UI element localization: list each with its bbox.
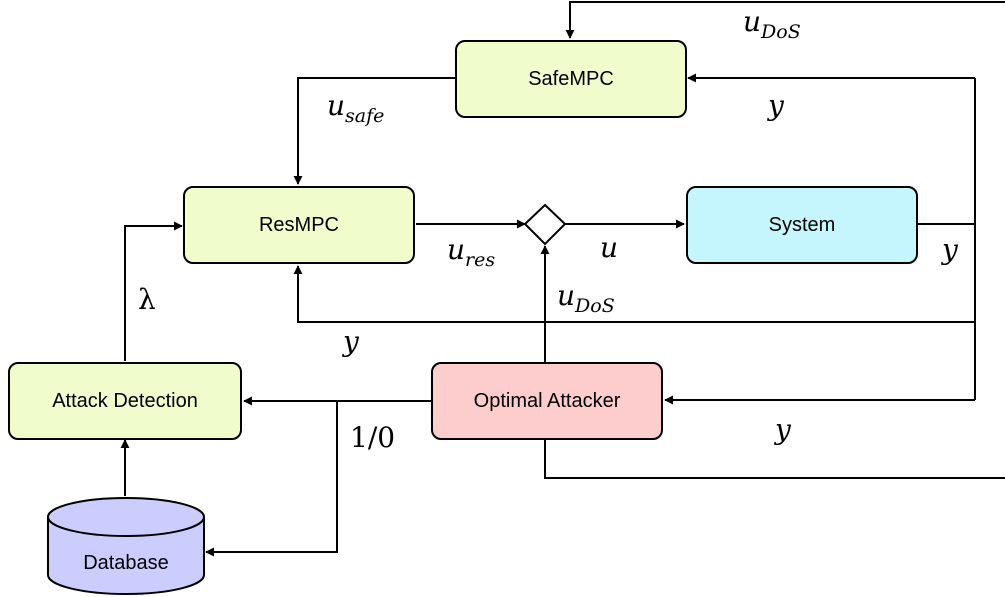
label-y-system: y — [942, 233, 958, 266]
wire-lambda — [124, 221, 183, 361]
wire-attacker-udos-out — [544, 438, 1005, 479]
wire-flag-to-database — [205, 401, 338, 557]
optimal-attacker-label: Optimal Attacker — [473, 389, 621, 412]
attack-detection-block[interactable]: Attack Detection — [8, 362, 242, 440]
label-y-attacker: y — [775, 413, 791, 446]
label-udos-mid: uDoS — [557, 279, 615, 317]
label-ures: ures — [447, 233, 496, 271]
junction-diamond — [523, 203, 567, 246]
safempc-label: SafeMPC — [528, 67, 614, 90]
label-usafe: usafe — [327, 89, 385, 127]
label-udos-top: uDoS — [743, 5, 801, 43]
resmpc-label: ResMPC — [258, 213, 339, 236]
label-lambda: λ — [138, 283, 156, 316]
system-block[interactable]: System — [686, 186, 918, 264]
wire-udos-to-safempc — [565, 1, 1005, 39]
resmpc-block[interactable]: ResMPC — [183, 186, 415, 264]
safempc-block[interactable]: SafeMPC — [455, 40, 687, 118]
label-y-feedback: y — [343, 325, 359, 358]
label-one-zero: 1/0 — [350, 421, 396, 454]
wire-usafe — [293, 77, 455, 185]
label-y-safempc: y — [768, 89, 784, 122]
wire-y-to-resmpc — [293, 265, 975, 323]
database-cylinder — [47, 497, 205, 595]
attack-detection-label: Attack Detection — [52, 389, 198, 412]
database-label[interactable]: Database — [83, 552, 169, 574]
label-u: u — [600, 231, 619, 264]
optimal-attacker-block[interactable]: Optimal Attacker — [431, 362, 663, 440]
system-label: System — [768, 213, 836, 236]
